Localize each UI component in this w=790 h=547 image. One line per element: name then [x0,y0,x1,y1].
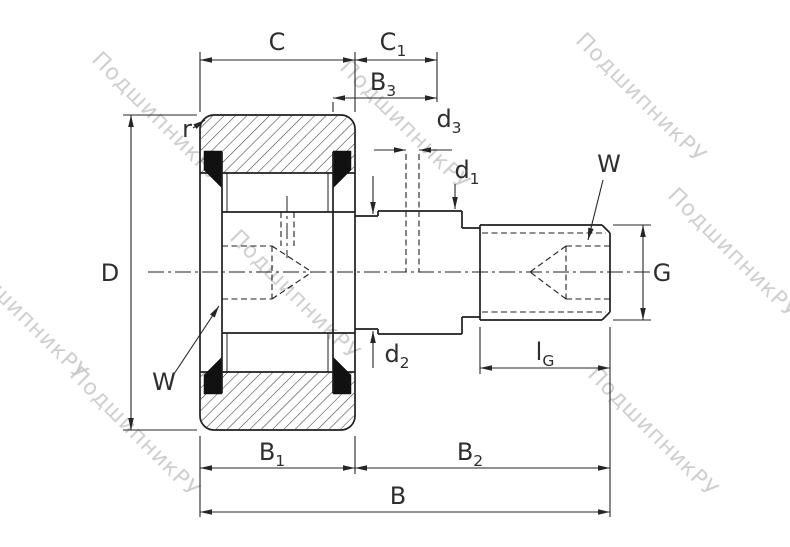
roller-outer-ring [199,114,356,431]
dim-label-C1: C1 [380,28,407,60]
dimension-lG [479,327,610,374]
dim-label-G: G [653,259,672,287]
watermark-text: ПодшипникРУ [582,362,722,502]
centerlines [148,196,650,273]
dim-label-C: C [269,28,286,56]
dimension-D [123,114,197,431]
dimension-C [199,52,356,112]
dim-label-W-left: W [152,368,176,396]
dim-label-B3: B3 [370,68,396,100]
seal-bottom-left [203,356,223,395]
ring-section-hatch-top [200,115,355,173]
dimension-G [613,224,651,321]
dim-label-B1: B1 [259,438,285,470]
ring-section-hatch-bottom [200,372,355,430]
dimension-C1 [355,52,438,102]
dim-label-d3: d3 [436,105,461,137]
watermark-text: ПодшипникРУ [570,28,710,168]
dim-label-lG: lG [536,338,555,370]
seal-top-right [332,150,352,189]
dim-label-B: B [390,482,406,510]
leader-W-right [587,179,604,241]
watermark-text: ПодшипникРУ [662,183,790,323]
stud-profile [222,210,480,335]
dimension-labels: C C1 B3 d3 d1 W r D G W d2 lG B1 B2 B [101,28,672,510]
leader-r [192,119,206,130]
hidden-detail-lube-hole [280,154,420,272]
seals [203,150,352,395]
dim-label-W-right: W [597,150,621,178]
leader-W-left [171,305,220,378]
dim-label-d2: d2 [384,340,409,372]
watermark-text: ПодшипникРУ [64,362,204,502]
dimension-B1-B2-B [199,327,611,517]
dim-label-r: r [182,115,192,143]
hidden-detail-hex-socket-left [222,245,313,300]
hidden-detail-hex-socket-right [529,245,610,300]
dim-label-B2: B2 [457,438,483,470]
dim-label-D: D [101,259,119,287]
dimension-B3 [332,95,437,112]
dim-label-d1: d1 [454,156,479,188]
